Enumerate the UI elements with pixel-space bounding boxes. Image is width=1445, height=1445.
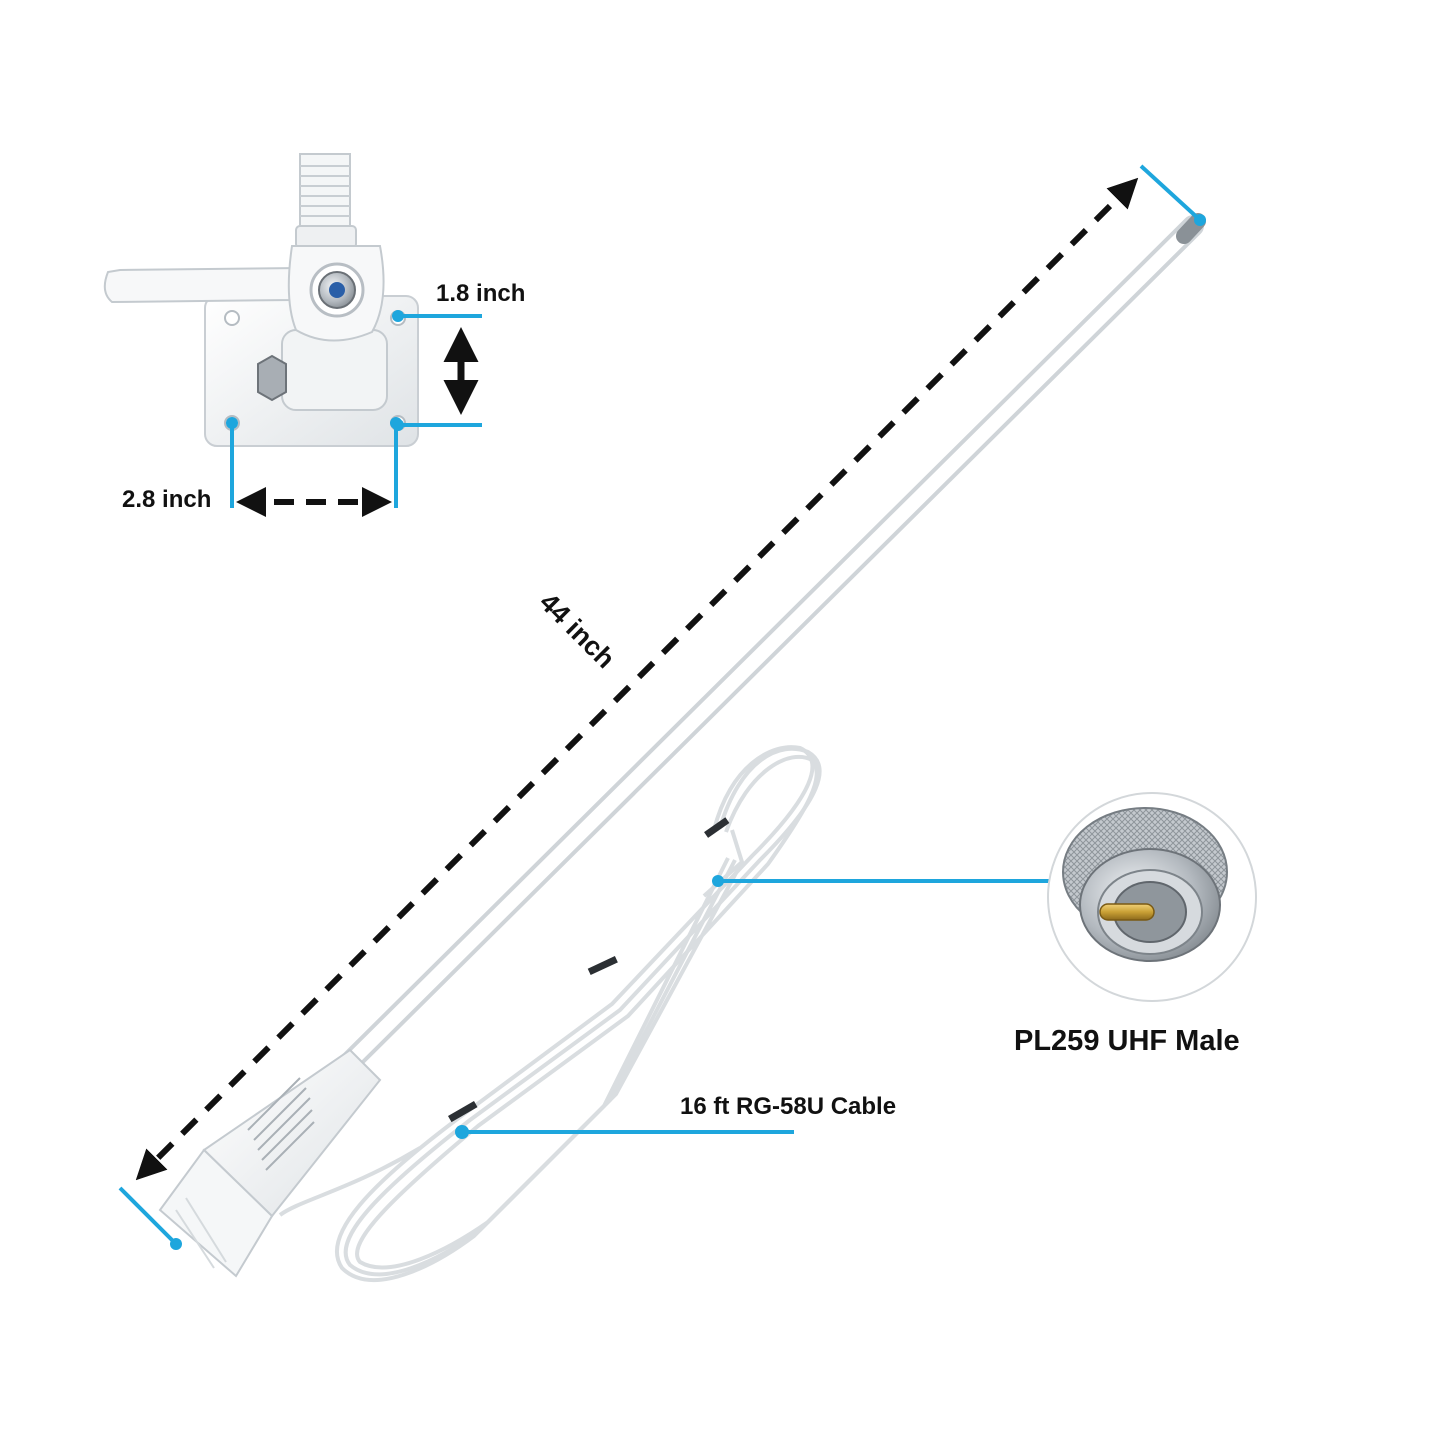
cable-callout: 16 ft RG-58U Cable (455, 1093, 896, 1139)
coiled-cable-icon (278, 745, 822, 1282)
antenna-length-label: 44 inch (534, 587, 621, 674)
mount-height-label: 1.8 inch (436, 280, 525, 307)
connector-label: PL259 UHF Male (1014, 1025, 1240, 1057)
pl259-connector-callout: PL259 UHF Male (712, 792, 1257, 1057)
pl259-connector-icon (1050, 795, 1254, 999)
cable-label: 16 ft RG-58U Cable (680, 1093, 896, 1120)
ratchet-mount-icon (103, 153, 419, 447)
mount-width-label: 2.8 inch (122, 486, 211, 513)
cable-ties (448, 817, 730, 1123)
